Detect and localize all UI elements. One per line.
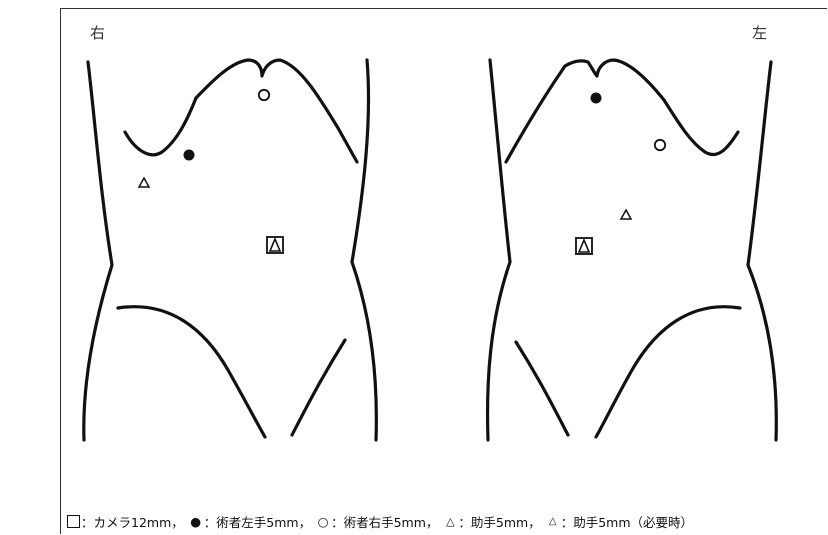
open-circle-icon: ○ bbox=[315, 514, 331, 529]
costal-arch-right bbox=[664, 100, 738, 155]
torso-outline-right-flank-2 bbox=[748, 62, 776, 440]
ports-right-view bbox=[139, 90, 283, 253]
groin-curve-2 bbox=[596, 307, 740, 437]
small-triangle-icon bbox=[621, 210, 631, 219]
open-circle-icon bbox=[655, 140, 665, 150]
square-icon bbox=[267, 237, 283, 253]
legend-assistant-optional: ：助手5mm（必要時） bbox=[561, 512, 693, 531]
chest-outline-2 bbox=[506, 60, 664, 162]
filled-circle-icon bbox=[184, 150, 195, 161]
torso-outline-right-flank bbox=[352, 60, 376, 440]
torso-left-view bbox=[488, 60, 777, 440]
filled-circle-icon: ● bbox=[188, 514, 204, 529]
legend-camera: ：カメラ12mm， bbox=[81, 512, 184, 531]
chest-outline bbox=[196, 60, 357, 162]
legend: ：カメラ12mm， ● ：術者左手5mm， ○ ：術者右手5mm， △ ：助手5… bbox=[65, 511, 693, 531]
legend-surgeon-left: ：術者左手5mm， bbox=[204, 512, 311, 531]
groin-curve bbox=[118, 307, 265, 437]
legend-surgeon-right: ：術者右手5mm， bbox=[331, 512, 438, 531]
torso-outline-left-flank bbox=[84, 62, 112, 440]
torso-right-view bbox=[84, 60, 377, 440]
costal-arch-left bbox=[125, 98, 196, 155]
square-icon bbox=[65, 514, 81, 529]
open-circle-icon bbox=[259, 90, 269, 100]
small-triangle-icon bbox=[139, 178, 149, 187]
torso-outline-left-flank-2 bbox=[488, 60, 510, 440]
triangle-icon: △ bbox=[442, 515, 458, 528]
small-triangle-icon: △ bbox=[545, 516, 561, 527]
thigh-line-2 bbox=[516, 342, 568, 435]
thigh-line bbox=[292, 340, 345, 435]
legend-assistant: ：助手5mm， bbox=[458, 512, 540, 531]
square-icon bbox=[576, 238, 592, 254]
filled-circle-icon bbox=[591, 93, 602, 104]
ports-left-view bbox=[576, 93, 665, 255]
